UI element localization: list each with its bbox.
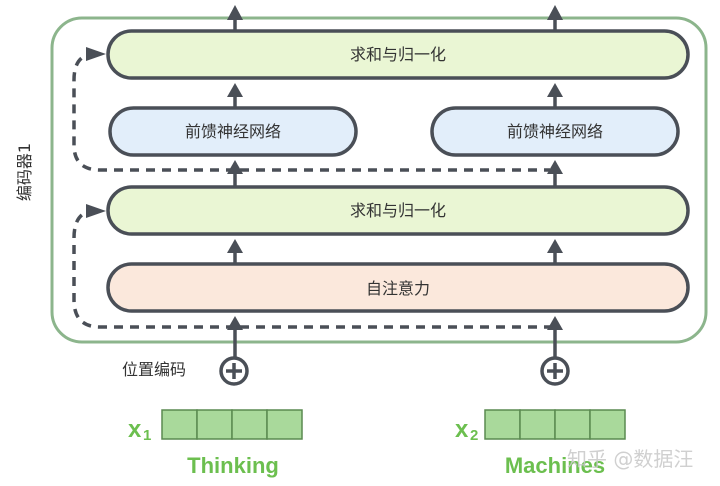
watermark: 知乎 @数据汪 [567, 447, 693, 471]
embedding-vector-x2 [484, 409, 626, 440]
input-x2: x 2 Machines [455, 409, 626, 478]
arrowhead-left-attn-to-addnorm [227, 239, 243, 253]
arrowhead-left-input [227, 316, 243, 330]
embedding-cell [161, 409, 198, 440]
embedding-cell [196, 409, 233, 440]
arrowhead-left-ffn-to-addnorm [227, 83, 243, 97]
arrowhead-right-input [547, 316, 563, 330]
ffn-right-label: 前馈神经网络 [507, 122, 603, 141]
input-x1-symbol: x [128, 416, 142, 443]
residual-arrowhead-bottom [86, 204, 106, 218]
input-x2-symbol: x [455, 416, 469, 443]
embedding-cell [266, 409, 303, 440]
embedding-cell [484, 409, 521, 440]
add-norm-top-block [106, 29, 690, 80]
embedding-cell [589, 409, 626, 440]
ffn-left-label: 前馈神经网络 [185, 122, 281, 141]
positional-encoding-label: 位置编码 [122, 360, 186, 379]
residual-path-top [72, 52, 235, 172]
arrowhead-left-addnorm-to-ffn [227, 160, 243, 174]
embedding-vector-x1 [161, 409, 303, 440]
arrowhead-right-addnorm-to-ffn [547, 160, 563, 174]
plus-circle-right-icon [540, 356, 570, 386]
embedding-cell [519, 409, 556, 440]
input-x2-subscript: 2 [470, 427, 478, 444]
residual-arrowhead-top [86, 47, 106, 61]
arrowhead-left-out [227, 5, 243, 20]
arrowhead-right-out [547, 5, 563, 20]
input-word-machines: Machines [505, 453, 605, 478]
self-attention-label: 自注意力 [366, 279, 430, 298]
input-word-thinking: Thinking [187, 453, 279, 478]
encoder-container [50, 16, 708, 344]
left-column-arrows [227, 5, 243, 358]
encoder-label: 编码器1 [15, 143, 34, 201]
ffn-left-block [108, 106, 358, 157]
input-x1: x 1 Thinking [128, 409, 303, 478]
plus-circle-left-icon [219, 356, 249, 386]
residual-path-bottom [72, 209, 235, 329]
arrowhead-right-attn-to-addnorm [547, 239, 563, 253]
add-norm-bottom-label: 求和与归一化 [350, 201, 446, 220]
arrowhead-right-ffn-to-addnorm [547, 83, 563, 97]
embedding-cell [554, 409, 591, 440]
self-attention-block [106, 262, 690, 313]
embedding-cell [231, 409, 268, 440]
add-norm-top-label: 求和与归一化 [350, 45, 446, 64]
add-norm-bottom-block [106, 185, 690, 236]
input-x1-subscript: 1 [143, 427, 151, 444]
right-column-arrows [547, 5, 563, 358]
